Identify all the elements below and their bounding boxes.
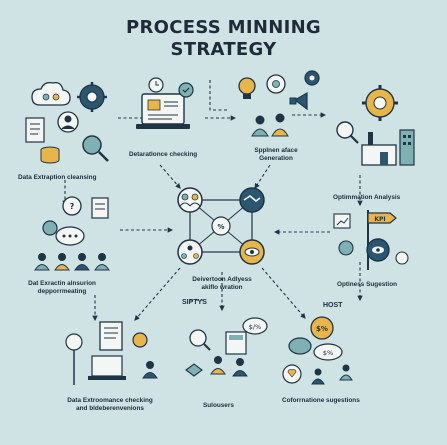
user-icon [142, 361, 158, 379]
lightbulb-icon: ? [62, 196, 82, 216]
handshake-icon [185, 363, 203, 377]
people-icon [177, 187, 203, 213]
document-icon [99, 321, 123, 351]
label-optimization-analysis: Optimmation Analysis [333, 194, 401, 201]
diagram-title-line1: PROCESS MINNING [125, 17, 322, 38]
subusers-cluster: $/% [185, 317, 268, 377]
dollar-chat-icon: $% [313, 343, 343, 361]
megaphone-icon [289, 91, 308, 111]
label-subusers: Sulousers [203, 402, 234, 409]
label-conformance-checking: Detaratlonce checking [129, 151, 198, 158]
hypothesis-generation-cluster [238, 70, 320, 137]
chat-bubble-icon [55, 226, 85, 246]
handshake-icon [239, 187, 265, 213]
gear-icon [395, 251, 409, 265]
database-icon [40, 146, 60, 164]
magnifier-icon [336, 121, 359, 144]
percent-coin-icon: $% [310, 316, 334, 340]
extroomance-checking-cluster [65, 321, 158, 385]
eye-icon [239, 239, 265, 265]
label-siptys: SIPTYS [182, 299, 207, 306]
team-icon [34, 253, 110, 271]
label-preprocessing-line2: depporrmeating [37, 288, 87, 295]
checklist-icon [178, 82, 194, 98]
gear-icon [304, 70, 320, 86]
people-icon [311, 364, 353, 385]
gear-icon [132, 332, 148, 348]
label-preprocessing-line1: Dat Exractin alnsurion [28, 280, 96, 287]
label-deviation-line1: Deivertoon Adlyess [192, 276, 252, 283]
gear-icon [362, 85, 398, 121]
optimization-suggestion-cluster: KPI [333, 210, 409, 270]
label-conformance-suggestions: Coforrnatione sugestions [282, 397, 360, 404]
clock-icon [148, 77, 164, 93]
kpi-badge-text: KPI [374, 216, 385, 223]
lightbulb-icon [65, 333, 83, 385]
label-deviation-line2: akiflo wration [201, 284, 243, 291]
svg-text:?: ? [70, 202, 75, 211]
magnifier-icon [82, 135, 109, 162]
label-host: HOST [323, 302, 343, 309]
svg-text:$%: $% [323, 349, 333, 357]
label-extroomance-line2: and bldeberenvenions [76, 405, 144, 412]
calculator-icon [225, 331, 247, 355]
document-icon [25, 117, 45, 143]
chart-icon [338, 240, 354, 256]
central-network-hub: % [177, 187, 265, 265]
conformance-suggestions-cluster: $% $% [282, 316, 353, 385]
building-icon [399, 129, 415, 166]
lightbulb-icon [238, 77, 256, 99]
gear-icon [77, 82, 107, 112]
factory-icon [361, 132, 397, 166]
cloud-icon [31, 81, 71, 106]
label-hypothesis-line2: Generation [259, 155, 293, 162]
dollar-chat-icon: $/% [242, 317, 268, 335]
label-hypothesis-line1: Spplnen aface [254, 147, 298, 154]
data-extraction-cluster [25, 81, 109, 164]
heart-icon [282, 364, 302, 384]
laptop-report-icon [136, 93, 190, 129]
document-icon [91, 197, 109, 219]
svg-text:$/%: $/% [249, 323, 262, 331]
label-optimization-suggestion: Optiness Sugestion [337, 281, 398, 288]
diagram-title-line2: STRATEGY [170, 39, 277, 60]
percent-coin-icon: % [211, 216, 231, 236]
chart-icon [333, 213, 351, 229]
laptop-icon [88, 355, 126, 380]
chat-bubble-icon [288, 337, 312, 355]
gear-icon [42, 220, 58, 236]
svg-text:%: % [217, 223, 224, 231]
preprocessing-cluster: ? [34, 196, 110, 271]
magnifier-icon [189, 329, 211, 351]
team-icon [210, 356, 248, 377]
gear-icon [266, 74, 286, 94]
people-icon [251, 113, 289, 137]
eye-icon [366, 238, 390, 262]
label-extroomance-line1: Data Extroomance checking [67, 397, 153, 404]
percent-badge-text: $% [316, 325, 328, 333]
network-icon [177, 239, 203, 265]
optimization-analysis-cluster [336, 85, 415, 166]
user-avatar-icon [57, 111, 79, 133]
kpi-signpost-icon: KPI [367, 210, 397, 270]
label-data-extraction-cleansing: Data Extraption cleansing [18, 174, 97, 181]
conformance-checking-cluster [136, 77, 194, 129]
